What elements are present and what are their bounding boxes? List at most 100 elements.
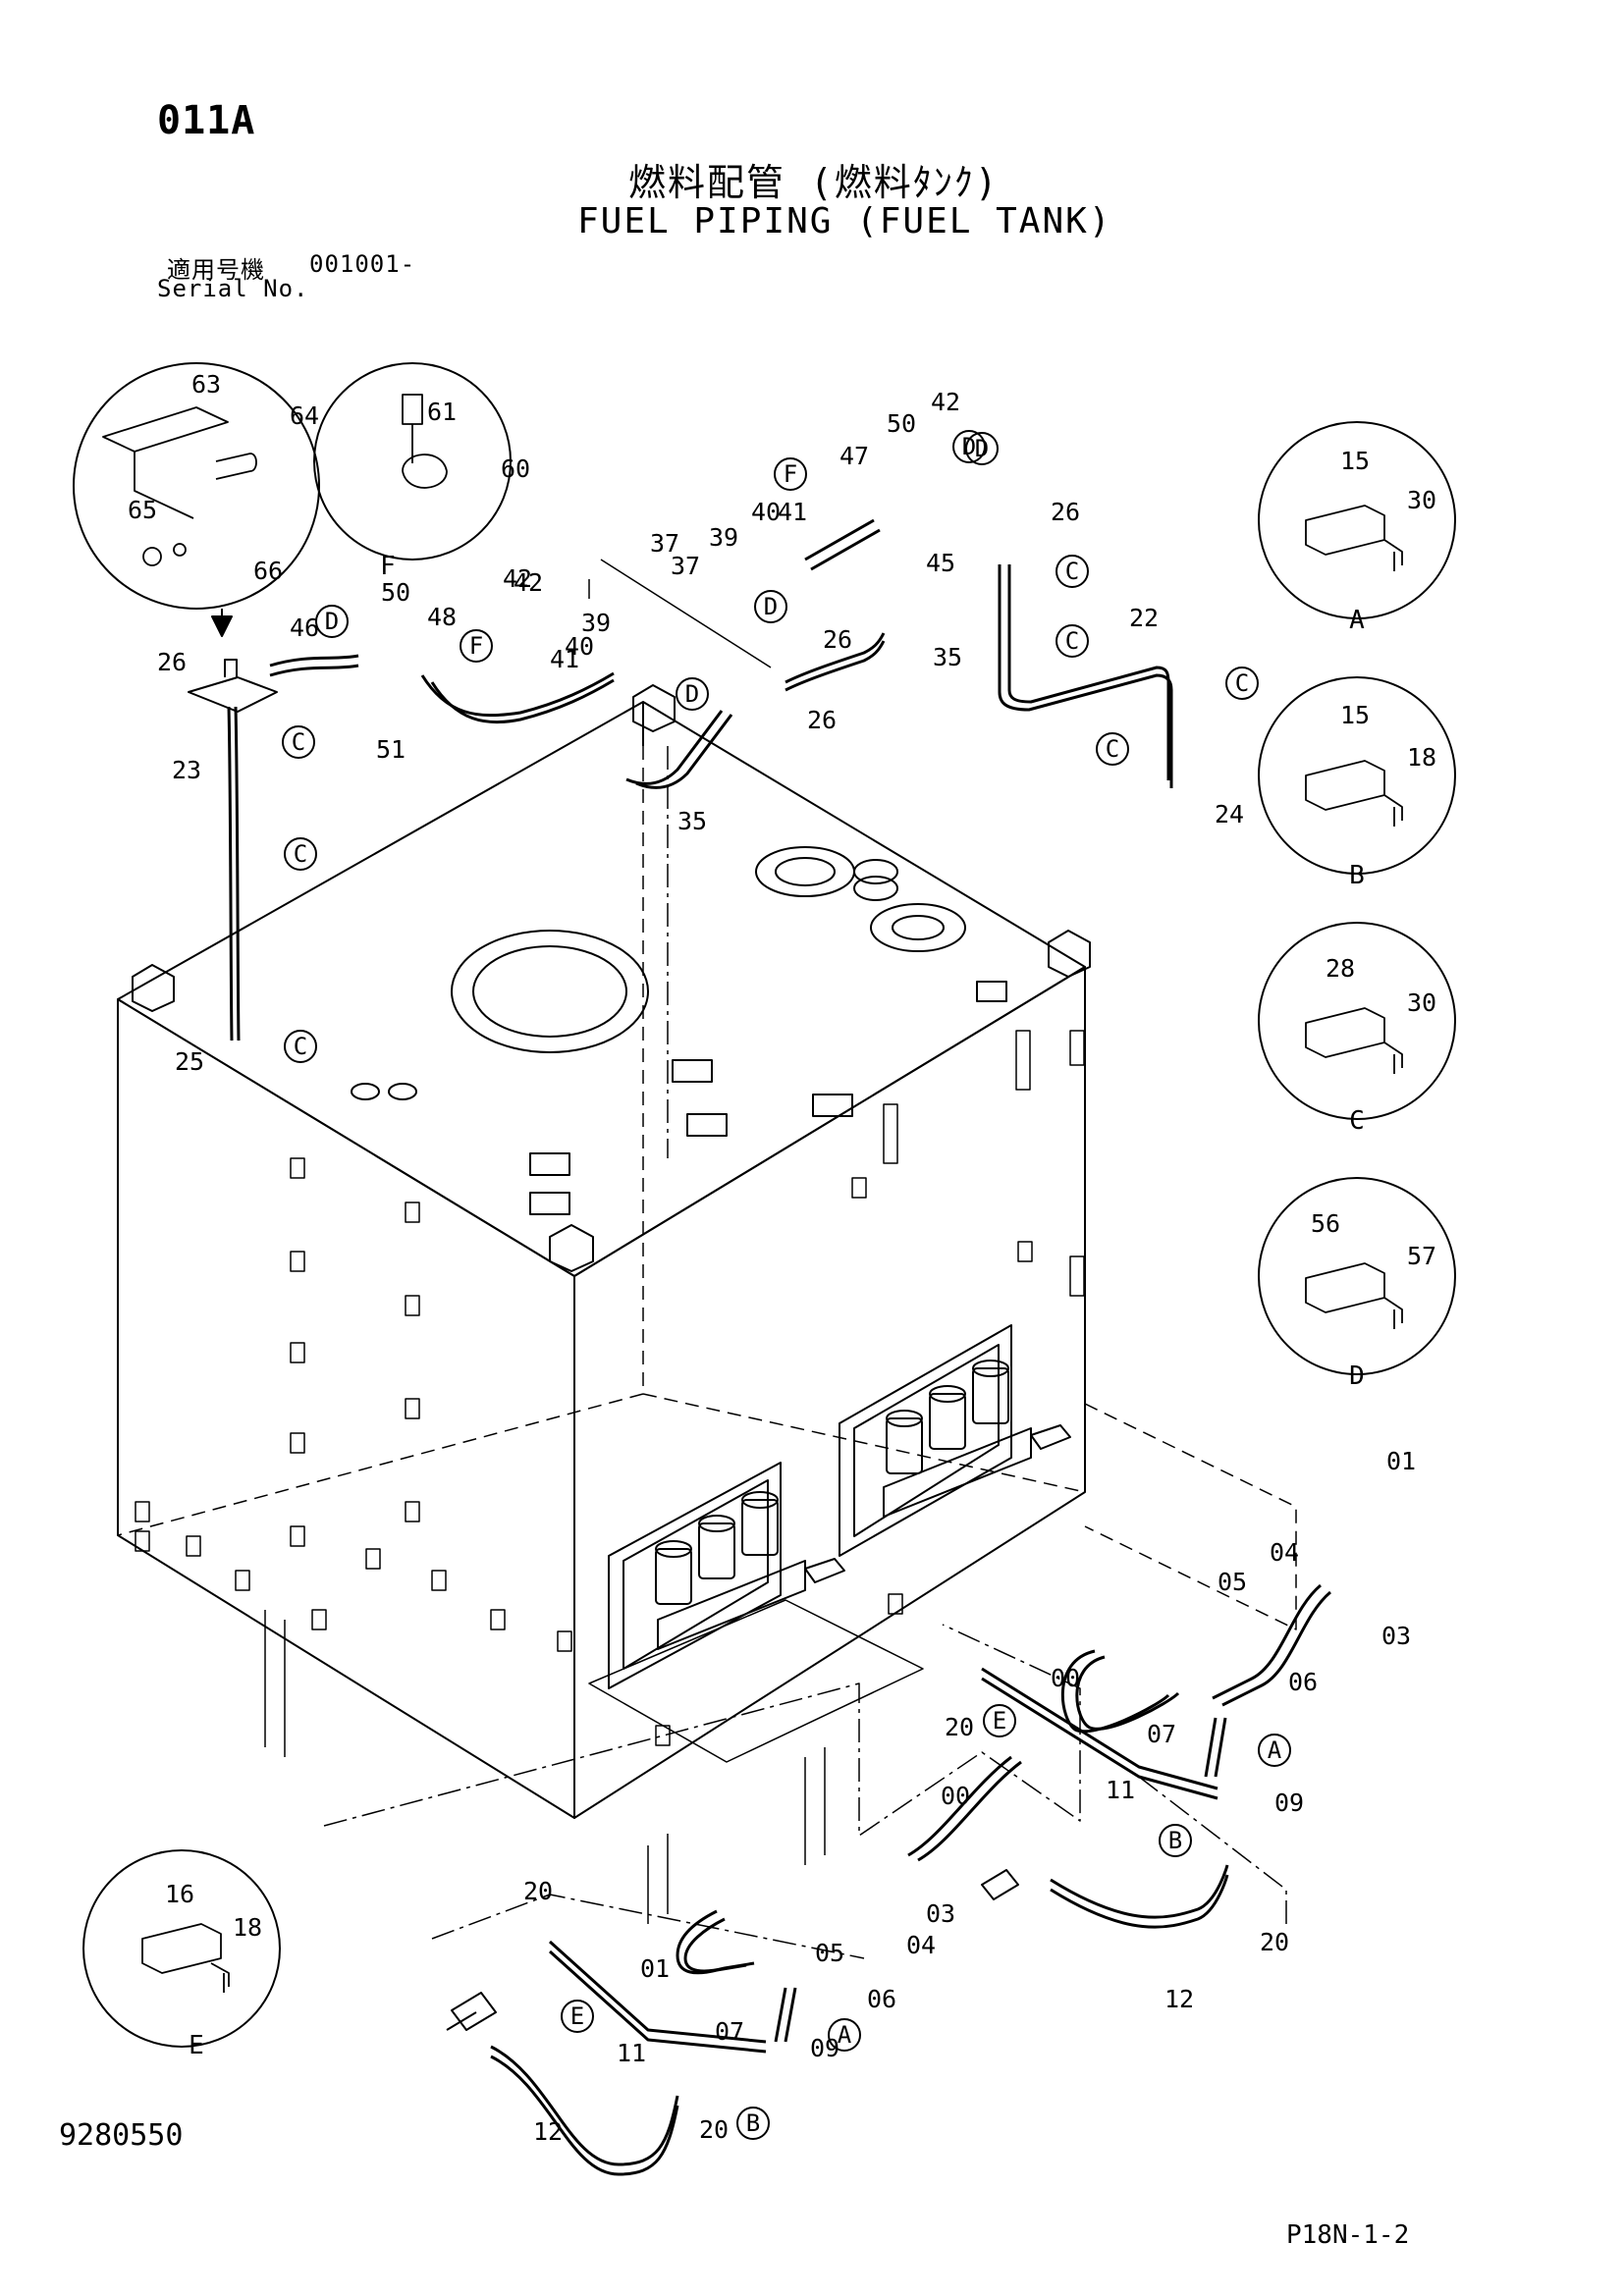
part-label-41: 41 [778,498,807,526]
callout-C: C [284,837,317,871]
part-label-47: 47 [839,442,869,470]
callout-A: A [1258,1734,1291,1767]
part-label-03: 03 [926,1899,955,1928]
detail-contents [102,394,1403,1993]
detail-letters: F A B C D E [189,552,1365,2060]
part-label-26: 26 [1051,498,1080,526]
page-reference: P18N-1-2 [1286,2220,1410,2250]
part-label-09: 09 [1274,1789,1304,1817]
leader-lines [323,746,1287,1959]
part-label-22: 22 [1129,604,1159,632]
part-label-18: 18 [1407,743,1436,772]
part-label-30: 30 [1407,486,1436,514]
part-label-37: 37 [671,552,700,580]
part-label-50: 50 [887,409,916,438]
part-label-06: 06 [867,1985,896,2013]
part-label-61: 61 [427,398,457,426]
svg-text:A: A [838,2021,852,2049]
serial-number-value: 001001- [309,250,416,278]
callout-D: D [754,590,787,623]
part-label-07: 07 [1147,1720,1176,1748]
svg-text:C: C [1235,669,1249,697]
page-code: 011A [157,98,256,143]
serial-label-japanese: 適用号機 [167,256,265,284]
detail-D-label: D [1349,1362,1365,1391]
part-label-01: 01 [1386,1447,1416,1475]
part-label-57: 57 [1407,1242,1436,1270]
svg-text:D: D [764,593,778,620]
part-label-46: 46 [290,614,319,642]
part-label-24: 24 [1215,800,1244,828]
part-label-48: 48 [427,603,457,631]
part-label-04: 04 [1270,1538,1299,1567]
callout-C: C [282,725,315,759]
part-label-35: 35 [677,807,707,835]
callout-E: E [983,1704,1016,1737]
part-label-11: 11 [1106,1776,1135,1804]
callout-D: D [965,432,999,465]
part-label-39: 39 [709,523,738,552]
part-label-63: 63 [191,370,221,399]
page-title-japanese: 燃料配管 (燃料ﾀﾝｸ) [628,161,1000,204]
part-label-35: 35 [933,643,962,671]
part-label-00: 00 [1051,1664,1080,1692]
part-label-12: 12 [1164,1985,1194,2013]
part-label-26: 26 [157,648,187,676]
callout-D: D [676,677,709,711]
part-label-26: 26 [823,625,852,654]
page-title: FUEL PIPING (FUEL TANK) [577,201,1112,241]
detail-F-label: F [380,552,396,581]
serial-label: Serial No. [157,275,309,302]
part-label-50: 50 [381,578,410,607]
svg-text:C: C [1106,735,1119,763]
part-label-15: 15 [1340,701,1370,729]
svg-text:C: C [294,840,307,868]
lower-fuel-hoses [446,1583,1331,2176]
part-label-12: 12 [533,2117,563,2146]
svg-text:D: D [685,680,699,708]
part-label-20: 20 [699,2115,729,2144]
part-label-26: 26 [807,706,837,734]
part-label-00: 00 [941,1782,970,1810]
part-label-20: 20 [1260,1928,1289,1956]
callout-C: C [1096,732,1129,766]
fuel-tank [117,684,1091,1924]
part-label-23: 23 [172,756,201,784]
part-label-25: 25 [175,1047,204,1076]
svg-text:C: C [292,728,305,756]
part-label-28: 28 [1326,954,1355,983]
svg-text:E: E [570,2002,584,2030]
part-label-45: 45 [926,549,955,577]
part-label-30: 30 [1407,988,1436,1017]
part-label-20: 20 [523,1877,553,1905]
part-label-05: 05 [815,1939,844,1967]
part-label-11: 11 [617,2039,646,2067]
svg-text:B: B [746,2109,760,2137]
part-label-40: 40 [565,632,594,661]
detail-B-label: B [1349,861,1365,890]
fuel-filter-assembly-left [588,1462,924,1763]
part-label-42: 42 [931,388,960,416]
part-label-06: 06 [1288,1668,1318,1696]
detail-circles [73,362,1456,2048]
svg-text:C: C [294,1033,307,1060]
detail-A-label: A [1349,606,1365,635]
part-label-42: 42 [503,564,532,593]
part-label-40: 40 [751,498,781,526]
part-label-01: 01 [640,1954,670,1983]
detail-E-label: E [189,2031,204,2060]
callout-B: B [1159,1824,1192,1857]
svg-text:A: A [1268,1736,1282,1764]
svg-text:C: C [1065,558,1079,585]
callout-C: C [1225,667,1259,700]
part-label-51: 51 [376,735,406,764]
part-label-41: 41 [550,645,579,673]
callout-B: B [736,2107,770,2140]
svg-text:D: D [962,433,976,460]
svg-text:D: D [325,608,339,635]
upper-fuel-piping [188,518,1173,1041]
part-label-15: 15 [1340,447,1370,475]
svg-text:F: F [784,460,797,488]
